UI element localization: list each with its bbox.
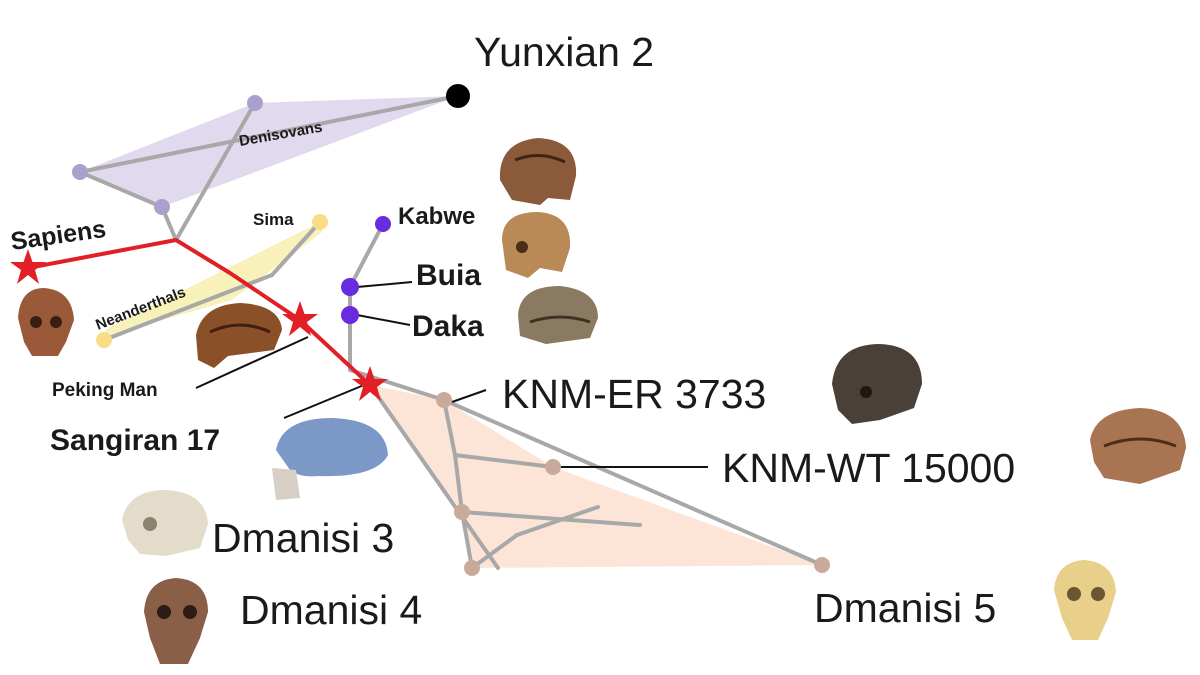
label-sapiens: Sapiens	[9, 215, 108, 256]
denisovans-hull	[80, 96, 458, 207]
star-icon	[352, 366, 388, 401]
buia-node	[341, 278, 359, 296]
skull-icon-dmanisi4	[144, 578, 208, 664]
erectus-hull	[370, 385, 822, 568]
star-markers	[10, 249, 388, 401]
label-daka: Daka	[412, 310, 484, 343]
skull-icon-dmanisi5	[1054, 560, 1116, 640]
dmanisi3-node	[454, 504, 470, 520]
label-dmanisi4: Dmanisi 4	[240, 587, 422, 633]
skull-images	[18, 138, 1186, 664]
label-dmanisi3: Dmanisi 3	[212, 515, 394, 561]
label-buia: Buia	[416, 259, 481, 292]
skull-icon-knm-wt-15000	[1090, 408, 1186, 484]
red-lineage-path	[27, 238, 372, 387]
skull-icon-kabwe	[502, 212, 571, 278]
neanderthal-node	[96, 332, 112, 348]
skull-icon-daka	[518, 286, 598, 344]
kabwe-node	[375, 216, 391, 232]
label-sangiran17: Sangiran 17	[50, 424, 220, 457]
star-icon	[10, 249, 46, 284]
denisovan-node-3	[154, 199, 170, 215]
skull-icon-sapiens	[18, 288, 74, 356]
skull-icon-sangiran17	[272, 418, 388, 500]
dmanisi4-node	[464, 560, 480, 576]
branch-lines	[78, 94, 824, 570]
label-knm-wt-15000: KNM-WT 15000	[722, 445, 1015, 491]
knm-wt-15000-node	[545, 459, 561, 475]
skull-icon-peking-man	[196, 303, 282, 368]
leader-lines	[195, 281, 708, 468]
neanderthals-hull	[100, 222, 322, 338]
sima-node	[312, 214, 328, 230]
knm-er-3733-node	[436, 392, 452, 408]
daka-node	[341, 306, 359, 324]
label-sima: Sima	[253, 210, 294, 229]
star-icon	[282, 301, 318, 336]
dmanisi5-node	[814, 557, 830, 573]
label-peking-man: Peking Man	[52, 380, 158, 401]
denisovan-node-1	[247, 95, 263, 111]
label-knm-er-3733: KNM-ER 3733	[502, 371, 766, 417]
skull-icon-dmanisi3	[122, 490, 208, 556]
label-dmanisi5: Dmanisi 5	[814, 585, 996, 631]
label-kabwe: Kabwe	[398, 203, 475, 230]
denisovan-node-2	[72, 164, 88, 180]
skull-icon-top	[499, 138, 577, 205]
label-yunxian2: Yunxian 2	[474, 29, 654, 75]
yunxian2-node	[446, 84, 470, 108]
skull-icon-knm-er-3733	[832, 344, 922, 424]
